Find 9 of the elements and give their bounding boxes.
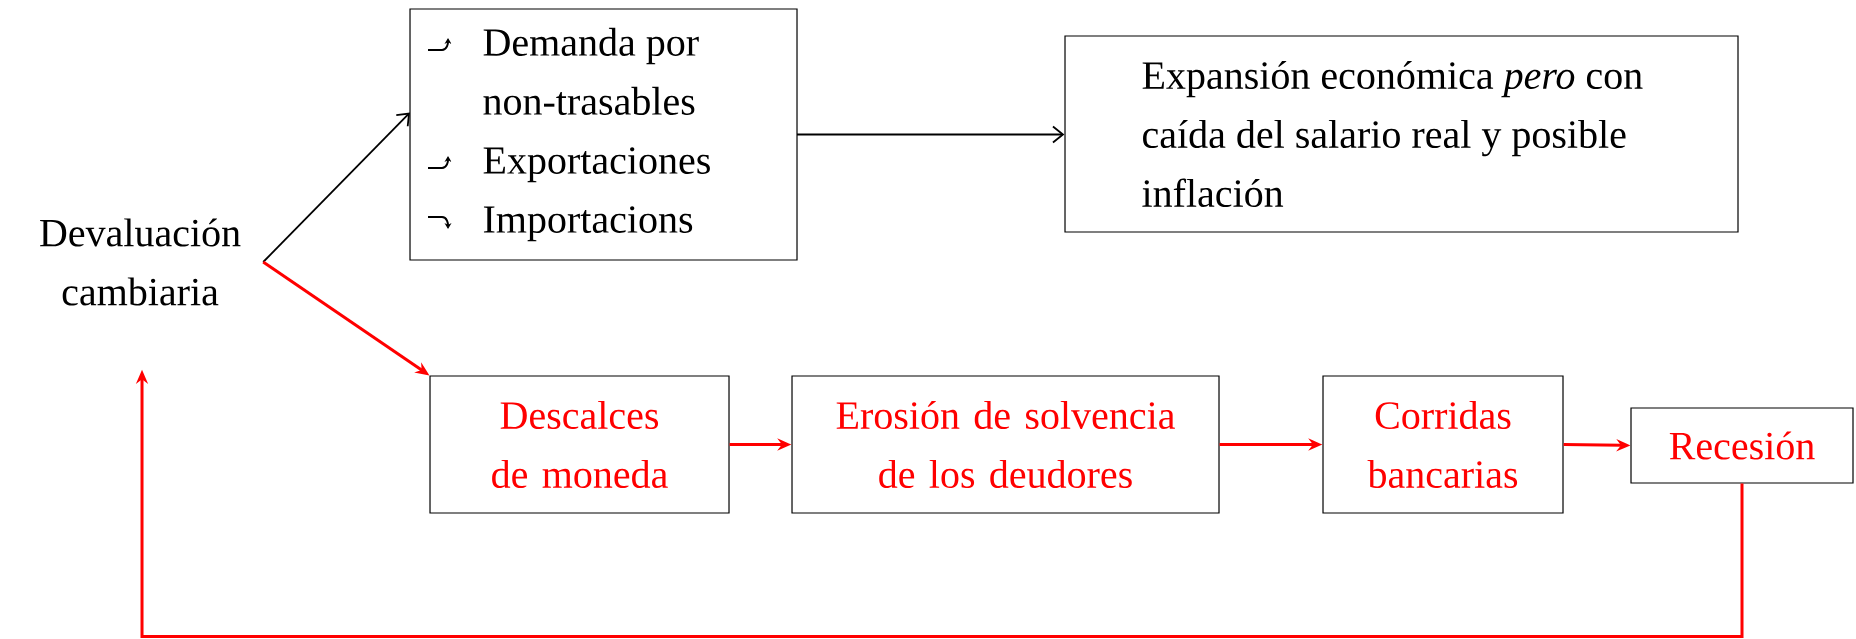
- effects-box: Demanda por non-trasables Exportaciones Importacions: [409, 8, 798, 261]
- process-box: Recesión: [1630, 407, 1854, 484]
- arrow: [262, 112, 410, 263]
- outcome-box: Expansión económica pero con caída del salario real y posible inflación: [1064, 35, 1739, 233]
- process-box: Descalces de moneda: [429, 375, 730, 514]
- arrow: [796, 125, 1065, 144]
- process-box: Erosión de solvencia de los deudores: [791, 375, 1220, 514]
- cause-text: Devaluación cambiaria: [40, 218, 241, 306]
- process-box: Corridas bancarias: [1322, 375, 1564, 514]
